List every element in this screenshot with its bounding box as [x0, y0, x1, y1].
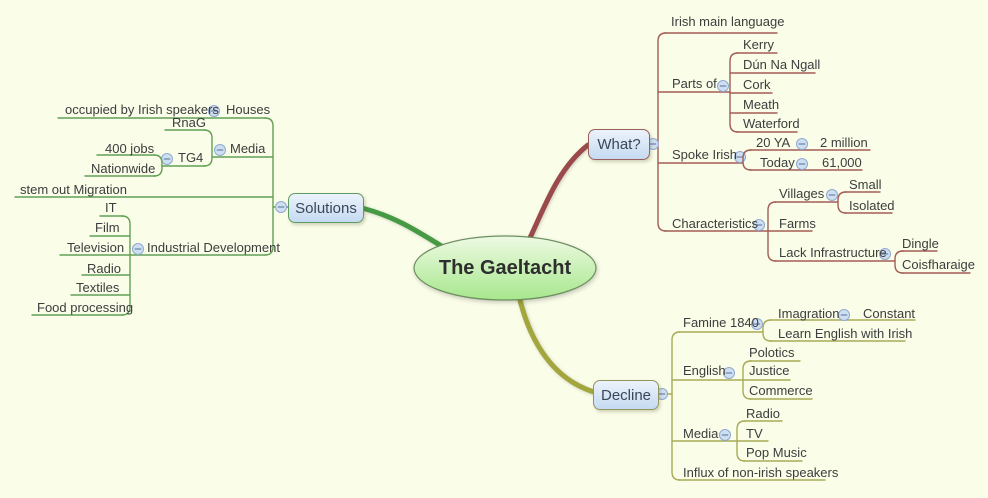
node-label-nationwide[interactable]: Nationwide	[91, 161, 156, 176]
node-label-imagration[interactable]: Imagration	[778, 306, 840, 321]
collapse-minus-icon[interactable]	[132, 243, 144, 255]
node-label-isolated[interactable]: Isolated	[849, 198, 895, 213]
node-label-constant[interactable]: Constant	[863, 306, 916, 321]
central-topic[interactable]: The Gaeltacht	[438, 256, 572, 279]
collapse-minus-icon[interactable]	[723, 367, 735, 379]
node-label-villages[interactable]: Villages	[779, 186, 825, 201]
collapse-minus-icon[interactable]	[796, 158, 808, 170]
node-label-today[interactable]: Today	[760, 155, 795, 170]
node-label-radio[interactable]: Radio	[746, 406, 780, 421]
node-label-film[interactable]: Film	[95, 220, 120, 235]
collapse-minus-icon[interactable]	[647, 138, 659, 150]
node-label-polotics[interactable]: Polotics	[749, 345, 795, 360]
collapse-minus-icon[interactable]	[719, 429, 731, 441]
branch-spine-line	[264, 117, 274, 256]
node-label-famine-1840[interactable]: Famine 1840	[683, 315, 759, 330]
node-label-2-million[interactable]: 2 million	[820, 135, 868, 150]
node-label-parts-of[interactable]: Parts of	[672, 76, 717, 91]
main-branch-curve-decline	[516, 293, 597, 395]
node-label-20-ya[interactable]: 20 YA	[756, 135, 791, 150]
node-label-rnag[interactable]: RnaG	[172, 115, 206, 130]
collapse-minus-icon[interactable]	[796, 138, 808, 150]
node-label-400-jobs[interactable]: 400 jobs	[105, 141, 155, 156]
collapse-minus-icon[interactable]	[275, 201, 287, 213]
branch-spine-line	[153, 154, 163, 177]
branch-spine-line	[121, 215, 131, 316]
node-label-dingle[interactable]: Dingle	[902, 236, 939, 251]
node-label-stem-out-migration[interactable]: stem out Migration	[20, 182, 127, 197]
node-label-cork[interactable]: Cork	[743, 77, 771, 92]
node-label-characteristics[interactable]: Characteristics	[672, 216, 758, 231]
collapse-minus-icon[interactable]	[753, 219, 765, 231]
collapse-minus-icon[interactable]	[208, 105, 220, 117]
main-branch-curve-what	[524, 142, 591, 247]
node-label-radio[interactable]: Radio	[87, 261, 121, 276]
node-label-media[interactable]: Media	[230, 141, 266, 156]
central-topic-ellipse[interactable]	[413, 235, 597, 301]
node-label-lack-infrastructure[interactable]: Lack Infrastructure	[779, 245, 887, 260]
branch-spine-line	[894, 250, 904, 274]
collapse-minus-icon[interactable]	[826, 189, 838, 201]
node-label-it[interactable]: IT	[105, 200, 117, 215]
node-label-meath[interactable]: Meath	[743, 97, 780, 112]
node-label-waterford[interactable]: Waterford	[743, 116, 800, 131]
node-label-houses[interactable]: Houses	[226, 102, 271, 117]
node-label-television[interactable]: Television	[67, 240, 125, 255]
branch-spine-line	[742, 149, 752, 171]
node-label-kerry[interactable]: Kerry	[743, 37, 775, 52]
node-label-irish-main-language[interactable]: Irish main language	[671, 14, 785, 29]
node-label-media[interactable]: Media	[683, 426, 719, 441]
node-label-industrial-development[interactable]: Industrial Development	[147, 240, 280, 255]
node-label-tv[interactable]: TV	[746, 426, 763, 441]
branch-spine-line	[762, 319, 772, 342]
node-label-textiles[interactable]: Textiles	[76, 280, 120, 295]
branch-spine-line	[657, 32, 667, 232]
branch-spine-line	[837, 191, 847, 214]
collapse-minus-icon[interactable]	[879, 248, 891, 260]
main-branch-curve-solutions	[359, 205, 446, 250]
main-topic-solutions[interactable]: Solutions	[288, 193, 364, 223]
node-label-d-n-na-ngall[interactable]: Dún Na Ngall	[743, 57, 821, 72]
node-label-spoke-irish[interactable]: Spoke Irish	[672, 147, 738, 162]
collapse-minus-icon[interactable]	[751, 318, 763, 330]
node-label-small[interactable]: Small	[849, 177, 882, 192]
node-label-occupied-by-irish-speakers[interactable]: occupied by Irish speakers	[65, 102, 219, 117]
node-label-influx-of-non-irish-speakers[interactable]: Influx of non-irish speakers	[683, 465, 839, 480]
branch-spine-line	[203, 129, 213, 167]
collapse-minus-icon[interactable]	[161, 153, 173, 165]
collapse-minus-icon[interactable]	[838, 309, 850, 321]
node-label-justice[interactable]: Justice	[749, 363, 790, 378]
node-label-coisfharaige[interactable]: Coisfharaige	[902, 257, 975, 272]
node-label-learn-english-with-irish[interactable]: Learn English with Irish	[778, 326, 913, 341]
node-label-pop-music[interactable]: Pop Music	[746, 445, 807, 460]
node-label-tg4[interactable]: TG4	[178, 150, 204, 165]
collapse-minus-icon[interactable]	[214, 144, 226, 156]
collapse-minus-icon[interactable]	[717, 80, 729, 92]
node-label-61-000[interactable]: 61,000	[822, 155, 862, 170]
branch-spine-line	[671, 331, 681, 481]
main-topic-what[interactable]: What?	[588, 129, 650, 160]
main-topic-decline[interactable]: Decline	[593, 380, 659, 410]
node-label-food-processing[interactable]: Food processing	[37, 300, 134, 315]
node-label-farms[interactable]: Farms	[779, 216, 816, 231]
node-label-english[interactable]: English	[683, 363, 726, 378]
node-label-commerce[interactable]: Commerce	[749, 383, 813, 398]
